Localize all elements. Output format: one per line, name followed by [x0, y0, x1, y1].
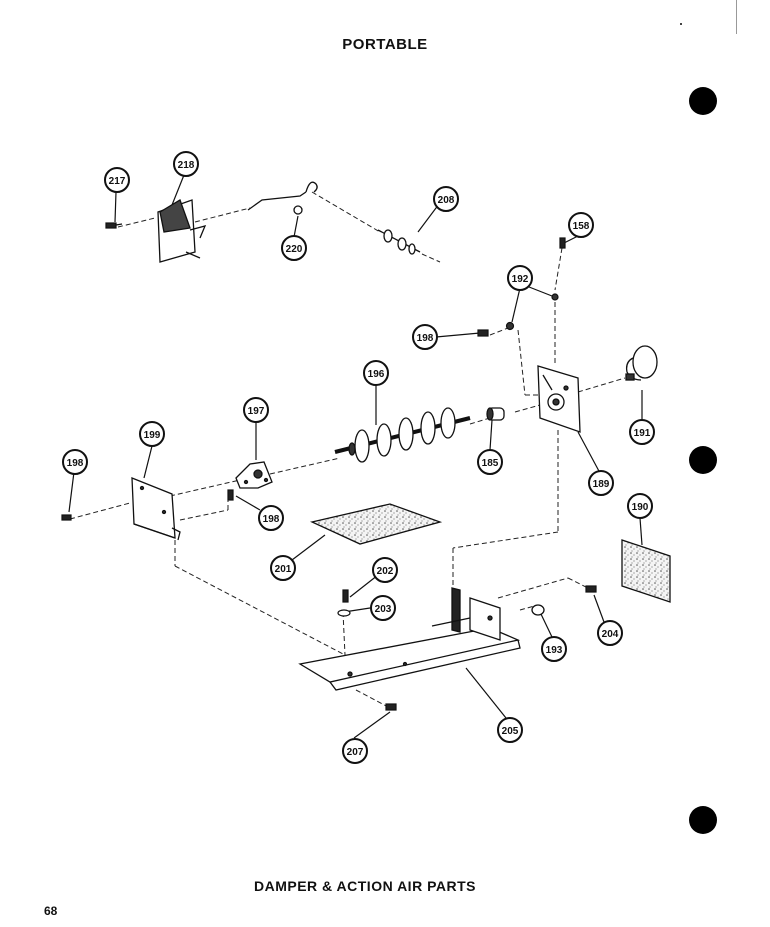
side-panel-199	[131, 477, 181, 541]
callout-208: 208	[433, 186, 459, 212]
callout-220: 220	[281, 235, 307, 261]
callout-196: 196	[363, 360, 389, 386]
screw-207	[385, 703, 397, 711]
svg-text:193: 193	[546, 645, 563, 656]
svg-text:196: 196	[368, 369, 385, 380]
svg-text:205: 205	[502, 726, 519, 737]
callout-204: 204	[597, 620, 623, 646]
callout-199: 199	[139, 421, 165, 447]
callout-197: 197	[243, 397, 269, 423]
motor-191	[625, 345, 658, 381]
svg-text:208: 208	[438, 195, 455, 206]
binder-hole-middle	[689, 446, 717, 474]
link-rod-220	[247, 181, 318, 215]
callout-218: 218	[173, 151, 199, 177]
shaft-208	[377, 229, 421, 255]
callout-202: 202	[372, 557, 398, 583]
svg-text:198: 198	[67, 458, 84, 469]
svg-text:217: 217	[109, 176, 126, 187]
callout-207: 207	[342, 738, 368, 764]
callout-201: 201	[270, 555, 296, 581]
screw-204	[585, 585, 597, 593]
assembly-lines	[69, 191, 626, 709]
diagram-caption: DAMPER & ACTION AIR PARTS	[254, 878, 476, 894]
svg-text:202: 202	[377, 566, 394, 577]
binder-hole-bottom	[689, 806, 717, 834]
svg-text:198: 198	[263, 514, 280, 525]
callout-203: 203	[370, 595, 396, 621]
callout-158: 158	[568, 212, 594, 238]
screw-198-left	[61, 514, 72, 521]
svg-text:204: 204	[602, 629, 619, 640]
page-number: 68	[44, 904, 58, 918]
callout-190: 190	[627, 493, 653, 519]
leader-lines	[68, 174, 643, 739]
svg-text:190: 190	[632, 502, 649, 513]
svg-text:199: 199	[144, 430, 161, 441]
bushing-193	[531, 604, 545, 616]
svg-text:158: 158	[573, 221, 590, 232]
callout-193: 193	[541, 636, 567, 662]
svg-text:207: 207	[347, 747, 364, 758]
callout-198-mid: 198	[258, 505, 284, 531]
svg-text:220: 220	[286, 244, 303, 255]
scan-speck	[680, 23, 682, 25]
callout-189: 189	[588, 470, 614, 496]
washer-203	[337, 609, 351, 617]
callout-205: 205	[497, 717, 523, 743]
svg-text:189: 189	[593, 479, 610, 490]
scan-edge-mark	[736, 0, 737, 34]
blower-wheel-196	[334, 407, 471, 463]
svg-text:185: 185	[482, 458, 499, 469]
filter-pad-201	[309, 503, 443, 545]
callout-192: 192	[507, 265, 533, 291]
screw-198-mid	[227, 489, 234, 501]
screw-158	[559, 237, 566, 249]
callouts: 217 218 220 208 158 192 198 196	[62, 151, 655, 764]
screw-217	[105, 222, 123, 229]
svg-text:191: 191	[634, 428, 651, 439]
base-plate-205	[298, 587, 521, 691]
binder-hole-top	[689, 87, 717, 115]
svg-text:197: 197	[248, 406, 265, 417]
motor-bracket-189	[537, 365, 581, 433]
nut-192	[505, 293, 559, 331]
svg-text:198: 198	[417, 333, 434, 344]
svg-text:201: 201	[275, 564, 292, 575]
damper-bracket-218	[157, 199, 207, 263]
callout-185: 185	[477, 449, 503, 475]
svg-text:218: 218	[178, 160, 195, 171]
bushing-185	[486, 407, 505, 421]
filter-pad-190	[621, 539, 671, 603]
svg-text:192: 192	[512, 274, 529, 285]
bearing-bracket-197	[235, 461, 273, 489]
callout-217: 217	[104, 167, 130, 193]
screw-198-top	[477, 329, 489, 337]
svg-text:203: 203	[375, 604, 392, 615]
callout-198-top: 198	[412, 324, 438, 350]
callout-198-left: 198	[62, 449, 88, 475]
callout-191: 191	[629, 419, 655, 445]
screw-202	[342, 589, 349, 603]
page-title: PORTABLE	[342, 36, 428, 53]
